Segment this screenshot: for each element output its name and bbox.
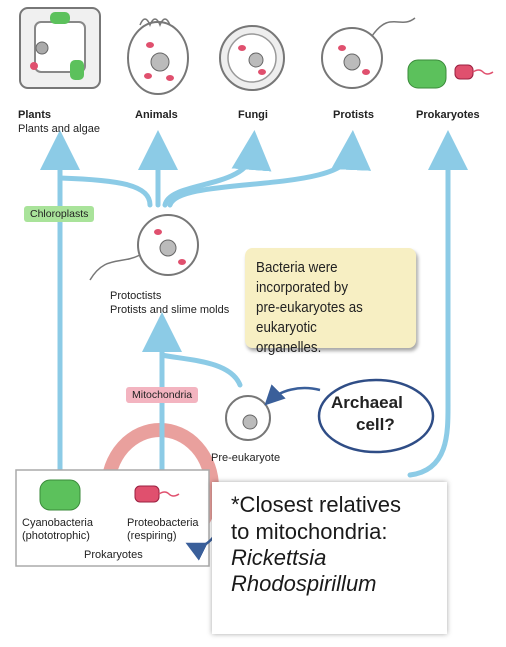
note-line-4: Rhodospirillum	[231, 571, 377, 596]
proteobacteria-sub: (respiring)	[127, 530, 177, 542]
archaeal-bubble	[317, 378, 435, 454]
note-line-3: Rickettsia	[231, 545, 327, 570]
archaeal-label-2: cell?	[356, 415, 395, 434]
prokaryote-box-label: Prokaryotes	[84, 549, 143, 561]
closest-relatives-note: *Closest relatives to mitochondria: Rick…	[212, 482, 447, 634]
pre-eukaryote-label: Pre-eukaryote	[211, 452, 281, 464]
protist-cell-icon	[321, 17, 416, 89]
proteobacteria-icon	[134, 485, 180, 503]
evolution-arrows	[40, 130, 468, 478]
fungi-cell-icon	[219, 25, 285, 91]
cyanobacteria-sub: (phototrophic)	[22, 530, 90, 542]
proteobacteria-label: Proteobacteria	[127, 517, 199, 529]
protoctist-cell-icon	[89, 214, 199, 281]
note-line-2: to mitochondria:	[231, 519, 388, 544]
mitochondria-tag: Mitochondria	[126, 387, 199, 403]
kingdom-plants: Plants	[18, 109, 52, 121]
kingdom-prokaryotes: Prokaryotes	[416, 109, 480, 121]
kingdom-plants-sub: Plants and algae	[18, 123, 100, 135]
kingdom-protists: Protists	[333, 109, 374, 121]
callout-line-2: pre-eukaryotes as eukaryotic	[256, 300, 363, 336]
callout-line-3: organelles.	[256, 340, 322, 356]
prokaryote-cells-icon	[407, 59, 494, 89]
plant-cell-icon	[19, 7, 101, 89]
callout-line-1: Bacteria were incorporated by	[256, 260, 348, 296]
cyanobacteria-label: Cyanobacteria	[22, 517, 93, 529]
kingdom-animals: Animals	[135, 109, 178, 121]
protoctists-sub: Protists and slime molds	[110, 304, 230, 316]
animal-cell-icon	[127, 18, 189, 95]
cyanobacteria-icon	[39, 479, 81, 511]
archaeal-pointer	[264, 384, 321, 406]
endosymbiosis-callout: Bacteria were incorporated by pre-eukary…	[245, 248, 417, 356]
kingdom-fungi: Fungi	[238, 109, 268, 121]
note-line-1: *Closest relatives	[231, 492, 401, 517]
pre-eukaryote-cell-icon	[225, 395, 271, 441]
protoctists-label: Protoctists	[110, 290, 162, 302]
archaeal-label: Archaeal	[331, 393, 403, 412]
chloroplasts-tag: Chloroplasts	[24, 206, 95, 222]
